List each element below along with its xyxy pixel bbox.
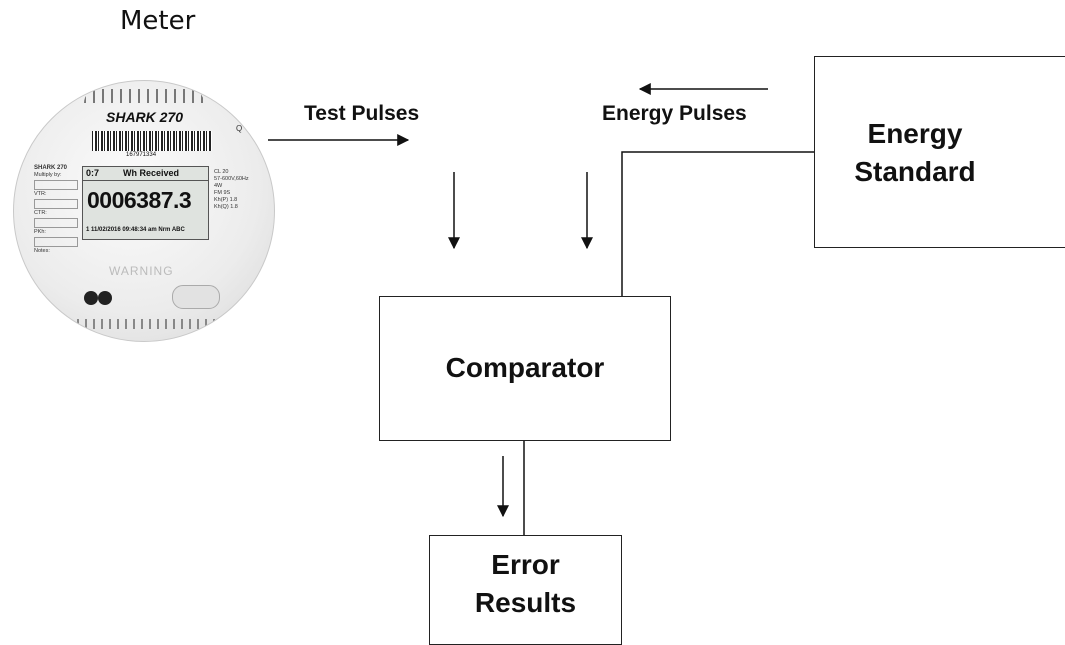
comparator-label: Comparator: [445, 352, 605, 383]
meter-p-indicator: P: [38, 124, 44, 133]
meter-button: [172, 285, 220, 309]
error-results-line1: Error: [491, 549, 560, 580]
meter-spec: 4W: [214, 183, 223, 189]
energy-standard-line1: Energy: [867, 118, 963, 149]
meter-brand: SHARK 270: [106, 109, 184, 125]
lcd-code: 0:7: [86, 168, 100, 178]
meter-label: Meter: [120, 6, 196, 36]
lcd-value: 0006387.3: [87, 187, 192, 213]
meter-vtr-label: VTR:: [34, 191, 47, 197]
meter-spec: Kh(Q) 1.8: [214, 204, 238, 210]
meter-right-specs: CL 20 57-600V,60Hz 4W FM 9S Kh(P) 1.8 Kh…: [214, 169, 249, 211]
energy-standard-line2: Standard: [854, 156, 976, 187]
meter-left-labels: SHARK 270 Multiply by: VTR: CTR: PKh: No…: [34, 165, 78, 255]
diagram-connectors: [268, 83, 814, 535]
meter-left-brand: SHARK 270: [34, 165, 68, 171]
lcd-title: Wh Received: [123, 168, 180, 178]
meter-ctr-label: CTR:: [34, 210, 47, 216]
standard-to-comparator-line: [621, 151, 814, 296]
energy-standard-box: Energy Standard: [814, 56, 1065, 248]
lcd-datetime: 1 11/02/2016 09:48:34 am Nrm ABC: [86, 227, 185, 233]
test-pulses-label: Test Pulses: [304, 102, 420, 125]
meter-multiply-label: Multiply by:: [34, 172, 62, 178]
meter-q-indicator: Q: [236, 124, 243, 133]
energy-pulses-label: Energy Pulses: [602, 102, 747, 125]
error-results-line2: Results: [474, 587, 577, 618]
meter-spec: CL 20: [214, 169, 229, 175]
comparator-box: Comparator: [379, 296, 671, 441]
meter-port: [84, 291, 98, 305]
meter-spec: 57-600V,60Hz: [214, 176, 249, 182]
meter-image: SHARK 270 P Q 167971334 SHARK 270 Multip…: [13, 80, 275, 342]
meter-bottom-vents: [69, 319, 219, 329]
meter-lcd: 0:7 Wh Received 0006387.3 1 11/02/2016 0…: [82, 166, 209, 240]
error-results-box: Error Results: [429, 535, 622, 645]
meter-spec: FM 9S: [214, 190, 231, 196]
meter-port: [98, 291, 112, 305]
meter-notes-label: Notes:: [34, 248, 50, 254]
meter-serial: 167971334: [126, 152, 157, 158]
meter-barcode: [92, 131, 212, 151]
meter-top-vents: [84, 89, 204, 103]
meter-pkh-label: PKh:: [34, 229, 46, 235]
meter-warning: WARNING: [109, 264, 174, 278]
meter-spec: Kh(P) 1.8: [214, 197, 238, 203]
